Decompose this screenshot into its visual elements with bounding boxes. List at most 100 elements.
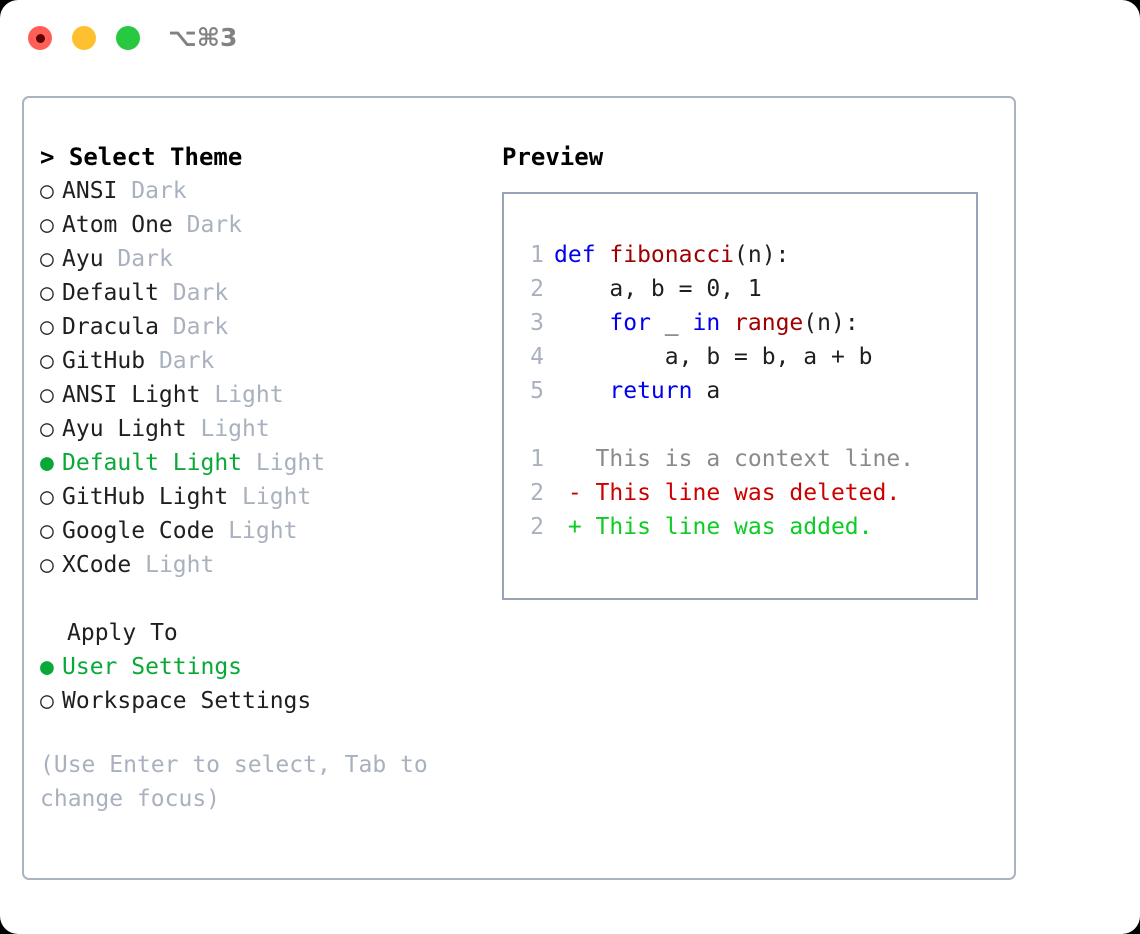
theme-name: Ayu	[62, 246, 104, 272]
theme-list-item[interactable]: ● Default Light Light	[40, 446, 480, 480]
preview-title: Preview	[502, 143, 604, 171]
theme-gap	[159, 280, 173, 306]
close-button-icon[interactable]	[28, 26, 52, 50]
radio-unselected-icon: ○	[40, 552, 54, 578]
line-number: 2	[530, 514, 544, 540]
minimize-button-icon[interactable]	[72, 26, 96, 50]
diff-line: 1 This is a context line.	[504, 442, 976, 476]
code-line: 3 for _ in range(n):	[504, 306, 976, 340]
theme-list[interactable]: ○ANSI Dark○Atom One Dark○Ayu Dark○Defaul…	[40, 174, 480, 582]
line-number: 1	[530, 242, 544, 268]
code-token	[554, 310, 609, 336]
diff-text: + This line was added.	[554, 514, 873, 540]
radio-unselected-icon: ○	[40, 382, 54, 408]
code-token: for	[609, 310, 651, 336]
radio-unselected-icon: ○	[40, 484, 54, 510]
radio-unselected-icon: ○	[40, 416, 54, 442]
theme-list-item[interactable]: ○ Google Code Light	[40, 514, 480, 548]
code-token: a	[692, 378, 721, 404]
theme-gap	[173, 212, 187, 238]
list-spacer	[40, 582, 480, 616]
code-token	[720, 310, 734, 336]
theme-name: ANSI Light	[62, 382, 201, 408]
theme-category-tag: Light	[214, 382, 284, 408]
theme-gap	[228, 484, 242, 510]
radio-unselected-icon: ○	[40, 212, 54, 238]
theme-name: Default	[62, 280, 159, 306]
theme-gap	[117, 178, 131, 204]
code-token: in	[692, 310, 721, 336]
title-bar: ⌥⌘3	[0, 0, 1140, 78]
theme-category-tag: Light	[255, 450, 326, 476]
line-number: 2	[530, 276, 544, 302]
theme-category-tag: Dark	[172, 280, 229, 306]
code-token: def	[554, 242, 610, 268]
theme-name: Atom One	[62, 212, 173, 238]
theme-gap	[104, 246, 118, 272]
theme-category-tag: Dark	[186, 212, 243, 238]
code-token: _	[650, 310, 693, 336]
code-token: range	[734, 310, 804, 336]
radio-unselected-icon: ○	[40, 314, 54, 340]
code-token: a, b = b, a + b	[554, 344, 873, 370]
theme-category-tag: Light	[145, 552, 215, 578]
code-token	[554, 378, 609, 404]
code-token: (n):	[803, 310, 859, 336]
theme-name: Default Light	[62, 450, 243, 476]
line-number: 1	[530, 446, 544, 472]
radio-unselected-icon: ○	[40, 688, 54, 714]
page-title: > Select Theme	[40, 143, 243, 171]
theme-category-tag: Light	[228, 518, 298, 544]
radio-selected-icon: ●	[40, 654, 54, 680]
apply-to-title: Apply To	[67, 620, 178, 646]
theme-list-item[interactable]: ○GitHub Light Light	[40, 480, 480, 514]
diff-line: 2 + This line was added.	[504, 510, 976, 544]
apply-to-option[interactable]: ● User Settings	[40, 650, 480, 684]
apply-to-option[interactable]: ○Workspace Settings	[40, 684, 480, 718]
code-token: (n):	[734, 242, 790, 268]
theme-category-tag: Dark	[117, 246, 173, 272]
line-number: 4	[530, 344, 544, 370]
line-number: 3	[530, 310, 544, 336]
maximize-button-icon[interactable]	[116, 26, 140, 50]
theme-gap	[200, 382, 214, 408]
line-number: 2	[530, 480, 544, 506]
theme-list-item[interactable]: ○ ANSI Light Light	[40, 378, 480, 412]
radio-unselected-icon: ○	[40, 246, 54, 272]
theme-gap	[187, 416, 201, 442]
theme-name: Google Code	[62, 518, 215, 544]
theme-list-item[interactable]: ○ Atom One Dark	[40, 208, 480, 242]
theme-list-item[interactable]: ○GitHub Dark	[40, 344, 480, 378]
theme-category-tag: Dark	[158, 348, 215, 374]
theme-category-tag: Dark	[172, 314, 229, 340]
theme-list-item[interactable]: ○ Ayu Dark	[40, 242, 480, 276]
theme-gap	[131, 552, 145, 578]
theme-name: Ayu Light	[62, 416, 187, 442]
radio-unselected-icon: ○	[40, 348, 54, 374]
theme-name: Dracula	[62, 314, 159, 340]
theme-list-item[interactable]: ○ Dracula Dark	[40, 310, 480, 344]
keyboard-hint: (Use Enter to select, Tab to change focu…	[40, 752, 428, 812]
theme-list-item[interactable]: ○Default Dark	[40, 276, 480, 310]
theme-gap	[242, 450, 256, 476]
radio-unselected-icon: ○	[40, 518, 54, 544]
theme-list-item[interactable]: ○Ayu Light Light	[40, 412, 480, 446]
code-token: return	[609, 378, 693, 404]
theme-list-item[interactable]: ○ ANSI Dark	[40, 174, 480, 208]
code-line: 4 a, b = b, a + b	[504, 340, 976, 374]
keyboard-shortcut-label: ⌥⌘3	[168, 23, 238, 52]
theme-name: ANSI	[62, 178, 118, 204]
radio-selected-icon: ●	[40, 450, 54, 476]
apply-to-list[interactable]: ● User Settings ○Workspace Settings	[40, 650, 480, 718]
window-controls	[28, 26, 140, 50]
apply-to-label: User Settings	[62, 654, 243, 680]
theme-list-item[interactable]: ○XCode Light	[40, 548, 480, 582]
code-line: 2 a, b = 0, 1	[504, 272, 976, 306]
main-panel: > Select Theme ○ANSI Dark○Atom One Dark○…	[22, 96, 1016, 880]
theme-category-tag: Dark	[131, 178, 187, 204]
radio-unselected-icon: ○	[40, 178, 54, 204]
